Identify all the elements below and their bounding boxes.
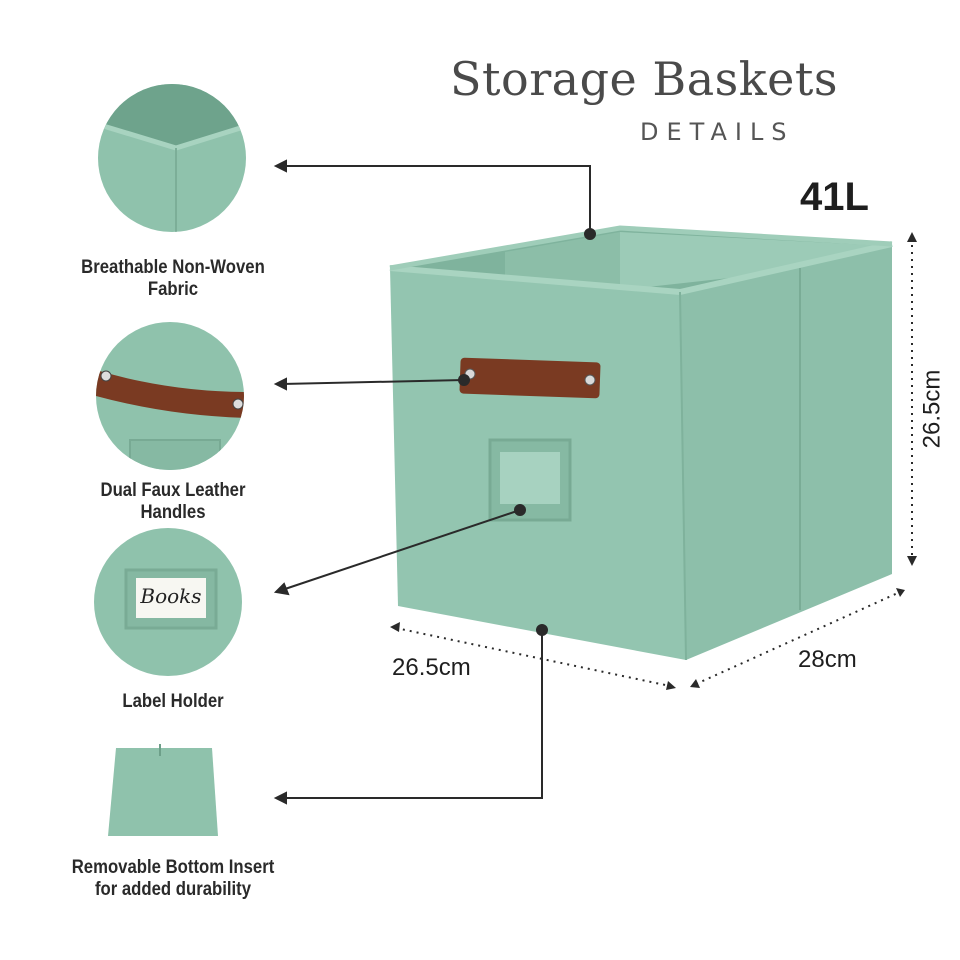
dimension-width-label: 26.5cm bbox=[392, 654, 471, 681]
handle-icon bbox=[459, 357, 601, 399]
page-subtitle: DETAILS bbox=[640, 118, 795, 146]
handle-detail-image bbox=[96, 322, 244, 470]
feature-label-bottom-line1: Removable Bottom Insert bbox=[71, 857, 275, 878]
label-window-icon bbox=[488, 438, 572, 522]
basket-image bbox=[389, 225, 893, 661]
feature-label-label-holder-line1: Label Holder bbox=[122, 691, 224, 712]
capacity-value: 41L bbox=[800, 175, 869, 219]
label-detail-image bbox=[94, 528, 242, 676]
feature-label-fabric-line2: Fabric bbox=[147, 279, 199, 300]
feature-label-handles-line2: Handles bbox=[140, 502, 206, 523]
callout-lines bbox=[273, 159, 596, 805]
fabric-detail-image bbox=[98, 84, 246, 232]
dimension-height-label: 26.5cm bbox=[918, 369, 946, 449]
feature-label-label-holder: Label Holder bbox=[56, 691, 290, 713]
feature-label-fabric: Breathable Non-Woven Fabric bbox=[56, 257, 290, 301]
bottom-insert-image bbox=[108, 744, 218, 836]
page-title: Storage Baskets bbox=[450, 52, 838, 106]
feature-label-bottom-line2: for added durability bbox=[94, 879, 252, 900]
feature-label-handles: Dual Faux Leather Handles bbox=[56, 480, 290, 524]
feature-label-handles-line1: Dual Faux Leather bbox=[100, 480, 246, 501]
feature-label-bottom-insert: Removable Bottom Insert for added durabi… bbox=[47, 857, 299, 901]
dimension-depth-label: 28cm bbox=[798, 646, 857, 673]
dimension-lines bbox=[395, 238, 913, 687]
dimension-arrows bbox=[390, 232, 917, 690]
label-tag-text: Books bbox=[140, 584, 202, 608]
feature-label-fabric-line1: Breathable Non-Woven bbox=[81, 257, 265, 278]
